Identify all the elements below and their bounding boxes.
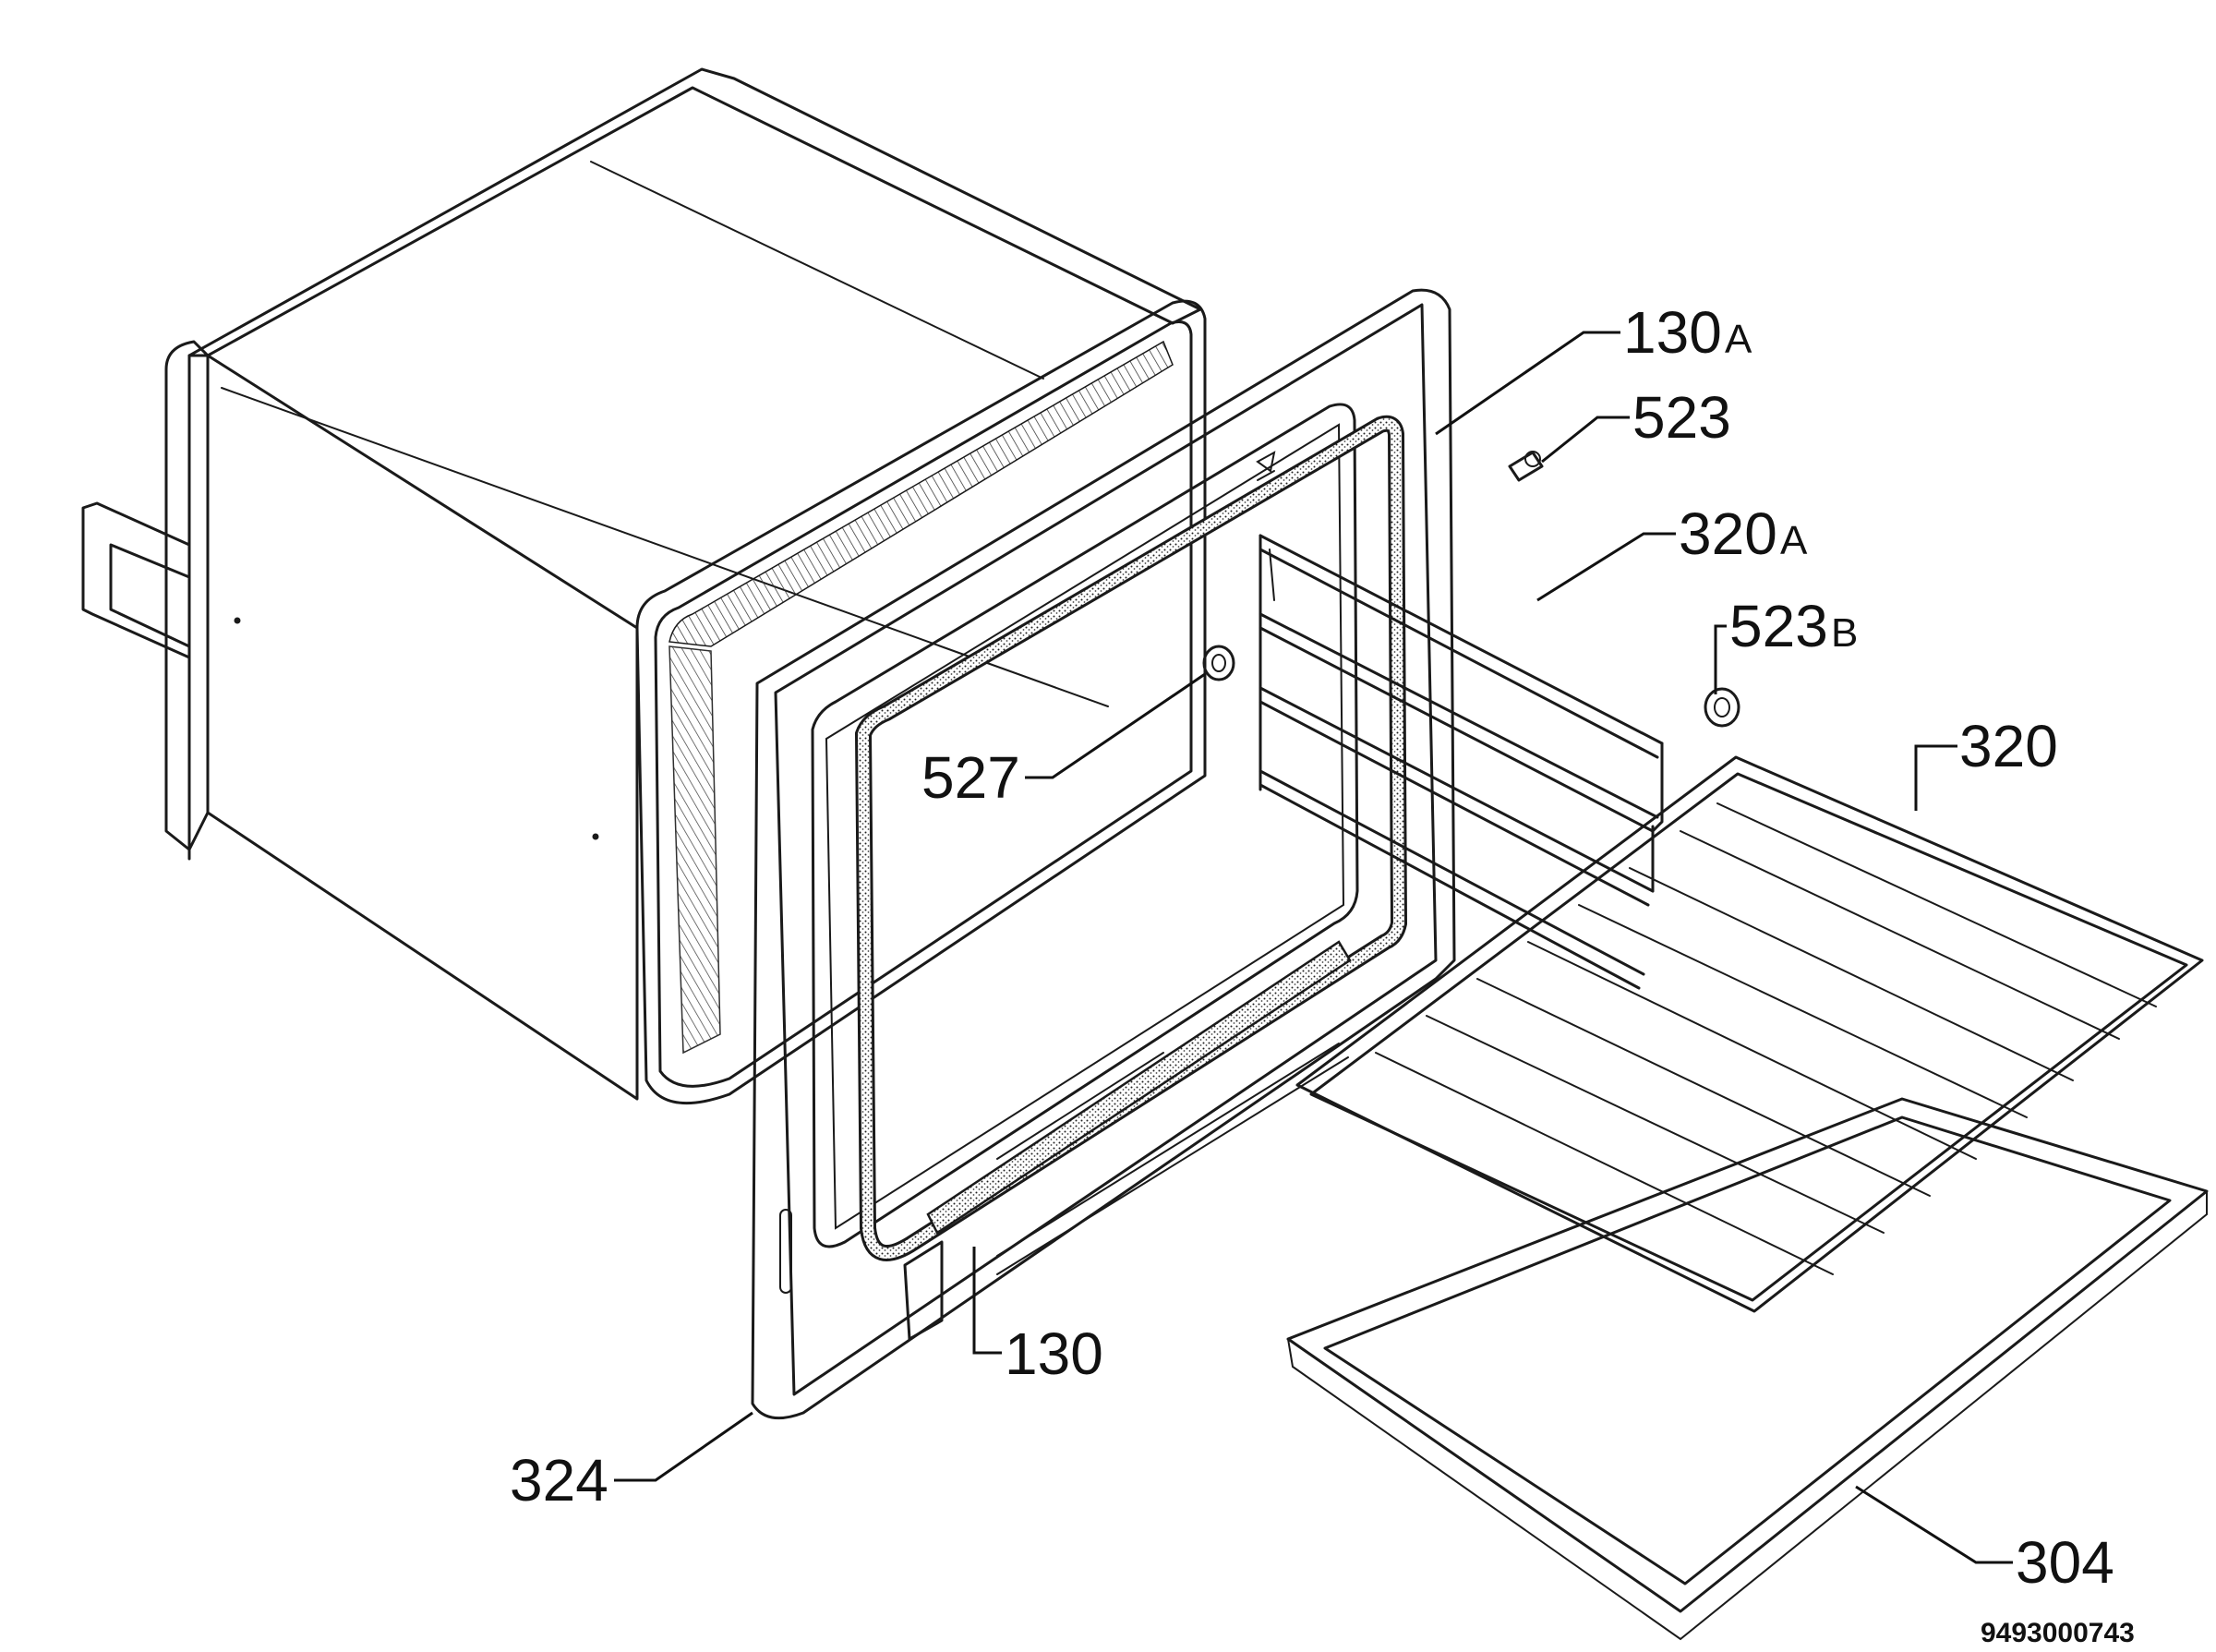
label-320: 320 (1959, 713, 2058, 779)
label-523B-suffix: B (1831, 610, 1858, 656)
screw-523 (1508, 451, 1544, 482)
label-527: 527 (921, 744, 1020, 811)
shelf-support-320A (1259, 534, 1664, 990)
label-304-number: 304 (2016, 1529, 2114, 1596)
label-320A: 320 A (1679, 500, 1808, 567)
wire-shelf-320 (1295, 755, 2204, 1313)
label-320-number: 320 (1959, 713, 2058, 779)
front-frame-324 (751, 288, 1456, 1420)
label-130A-number: 130 (1623, 299, 1722, 366)
grommet-523B (1704, 687, 1740, 728)
label-320A-number: 320 (1679, 500, 1777, 567)
seal-strip-130 (926, 940, 1352, 1235)
grommet-527 (1202, 645, 1235, 681)
label-523-number: 523 (1632, 384, 1731, 451)
label-523B-number: 523 (1729, 593, 1828, 659)
label-130A-suffix: A (1725, 317, 1752, 362)
label-130-number: 130 (1005, 1320, 1103, 1387)
label-324-number: 324 (510, 1447, 608, 1513)
label-527-number: 527 (921, 744, 1020, 811)
label-523: 523 (1632, 384, 1731, 451)
oven-cavity-box (81, 67, 1207, 1105)
leader-lines (614, 331, 2013, 1564)
label-130: 130 (1005, 1320, 1103, 1387)
label-320A-suffix: A (1780, 518, 1808, 563)
label-304: 304 (2016, 1529, 2114, 1596)
document-number: 9493000743 (1981, 1618, 2135, 1648)
label-523B: 523 B (1729, 593, 1858, 659)
door-seal-130A (854, 415, 1408, 1261)
baking-tray-304 (1286, 1097, 2209, 1641)
label-324: 324 (510, 1447, 608, 1513)
label-130A: 130 A (1623, 299, 1752, 366)
